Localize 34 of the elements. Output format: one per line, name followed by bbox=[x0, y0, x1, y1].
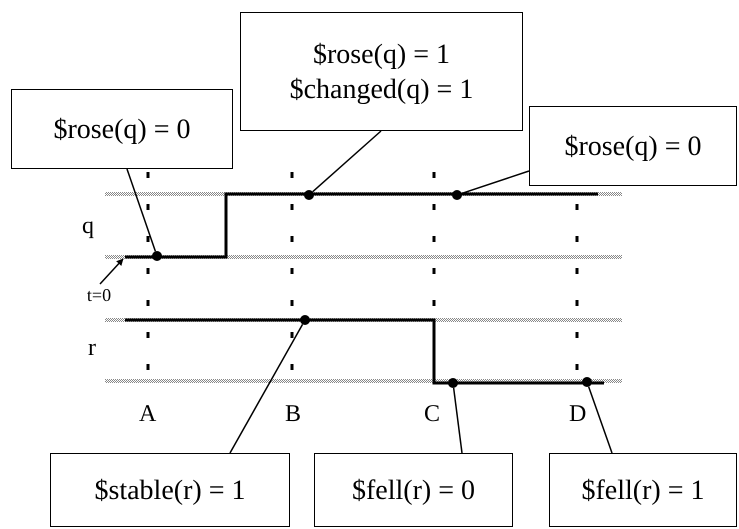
leader-line bbox=[452, 388, 463, 454]
formula-text: $fell(r) = 0 bbox=[352, 474, 476, 508]
sample-point bbox=[582, 377, 592, 387]
time-origin-label: t=0 bbox=[86, 286, 112, 304]
formula-text: $fell(r) = 1 bbox=[581, 474, 705, 508]
time-label: D bbox=[569, 402, 586, 426]
callout-box bbox=[240, 12, 523, 131]
sample-point bbox=[152, 251, 162, 261]
formula-text: $changed(q) = 1 bbox=[290, 72, 474, 106]
callout-box bbox=[11, 89, 233, 169]
leader-line bbox=[229, 324, 304, 454]
leader-line bbox=[462, 170, 530, 194]
signal-label: r bbox=[88, 336, 96, 360]
leader-line bbox=[312, 130, 382, 192]
time-label: A bbox=[139, 402, 156, 426]
formula-text: $rose(q) = 1 bbox=[312, 38, 450, 72]
sample-point bbox=[304, 190, 314, 200]
sample-point bbox=[452, 190, 462, 200]
callout-box bbox=[50, 453, 290, 527]
callout-box bbox=[529, 106, 737, 186]
callout-box bbox=[549, 453, 737, 527]
formula-text: $rose(q) = 0 bbox=[53, 112, 191, 146]
callout-box bbox=[314, 453, 513, 527]
formula-text: $rose(q) = 0 bbox=[564, 130, 702, 164]
waveform bbox=[125, 192, 598, 258]
leader-line bbox=[126, 168, 156, 252]
sample-point bbox=[448, 378, 458, 388]
signal-label: q bbox=[82, 214, 94, 238]
sample-point bbox=[300, 315, 310, 325]
time-label: B bbox=[285, 402, 302, 426]
leader-line bbox=[588, 386, 613, 454]
formula-text: $stable(r) = 1 bbox=[94, 474, 246, 508]
time-label: C bbox=[424, 402, 440, 426]
arrow bbox=[99, 258, 124, 284]
